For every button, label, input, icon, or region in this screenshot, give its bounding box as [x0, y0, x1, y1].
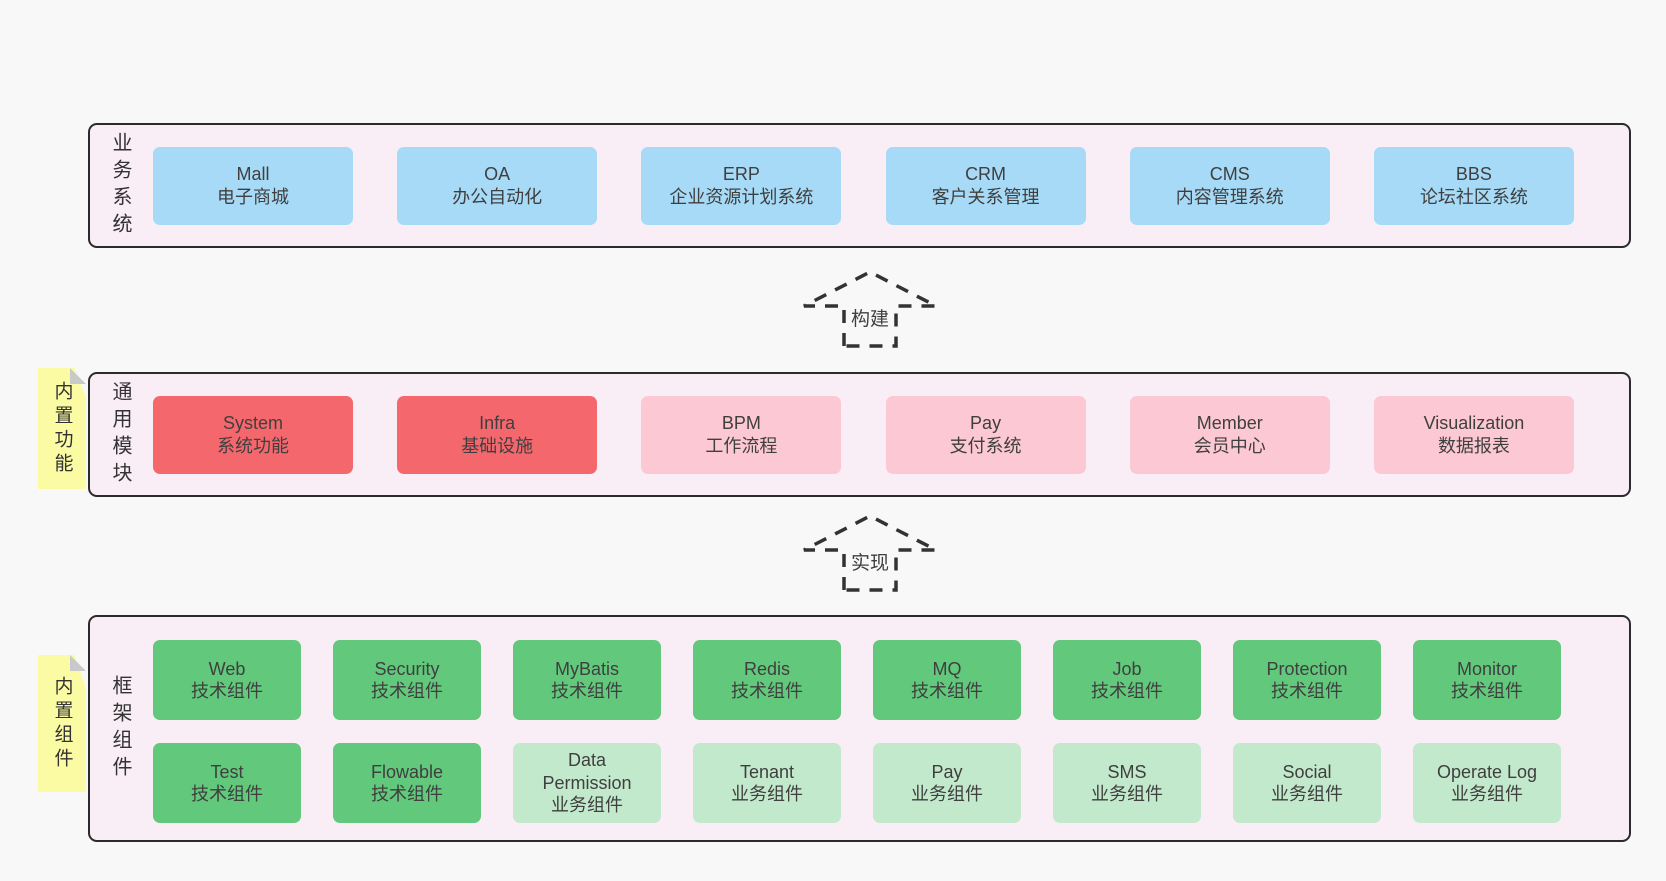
- box-mq: MQ 技术组件: [873, 640, 1021, 720]
- box-social: Social 业务组件: [1233, 743, 1381, 823]
- box-pay-component: Pay 业务组件: [873, 743, 1021, 823]
- build-arrow-label: 构建: [847, 304, 893, 331]
- box-tenant: Tenant 业务组件: [693, 743, 841, 823]
- box-data-permission: Data Permission 业务组件: [513, 743, 661, 823]
- box-sms: SMS 业务组件: [1053, 743, 1201, 823]
- box-infra: Infra 基础设施: [397, 395, 598, 474]
- box-web: Web 技术组件: [153, 640, 301, 720]
- dashed-up-arrow-icon: [803, 514, 937, 592]
- business-systems-band: 业务系统 Mall 电子商城 OA 办公自动化 ERP 企业资源计划系统 CRM…: [88, 123, 1631, 248]
- components-box-row-1: Web 技术组件 Security 技术组件 MyBatis 技术组件 Redi…: [90, 640, 1629, 720]
- box-protection: Protection 技术组件: [1233, 640, 1381, 720]
- dashed-up-arrow-icon: [803, 270, 937, 348]
- box-bpm: BPM 工作流程: [641, 395, 842, 474]
- implement-arrow: 实现: [790, 512, 950, 594]
- builtin-components-sticky: 内置组件: [38, 655, 86, 792]
- components-box-row-2: Test 技术组件 Flowable 技术组件 Data Permission …: [90, 743, 1629, 823]
- box-member: Member 会员中心: [1129, 395, 1330, 474]
- box-redis: Redis 技术组件: [693, 640, 841, 720]
- components-band-label: 框架组件: [109, 674, 131, 783]
- box-monitor: Monitor 技术组件: [1413, 640, 1561, 720]
- framework-components-band: 框架组件 Web 技术组件 Security 技术组件 MyBatis 技术组件…: [88, 615, 1631, 842]
- folded-corner-icon: [70, 368, 86, 384]
- box-flowable: Flowable 技术组件: [333, 743, 481, 823]
- builtin-functions-sticky: 内置功能: [38, 368, 86, 489]
- modules-box-row: System 系统功能 Infra 基础设施 BPM 工作流程 Pay 支付系统…: [90, 395, 1629, 474]
- box-mybatis: MyBatis 技术组件: [513, 640, 661, 720]
- common-modules-band: 通用模块 System 系统功能 Infra 基础设施 BPM 工作流程 Pay…: [88, 372, 1631, 497]
- box-pay-module: Pay 支付系统: [885, 395, 1086, 474]
- box-visualization: Visualization 数据报表: [1373, 395, 1574, 474]
- box-test: Test 技术组件: [153, 743, 301, 823]
- box-cms: CMS 内容管理系统: [1129, 146, 1330, 225]
- box-bbs: BBS 论坛社区系统: [1373, 146, 1574, 225]
- business-band-label: 业务系统: [109, 131, 131, 240]
- box-erp: ERP 企业资源计划系统: [641, 146, 842, 225]
- box-oa: OA 办公自动化: [397, 146, 598, 225]
- box-operate-log: Operate Log 业务组件: [1413, 743, 1561, 823]
- implement-arrow-label: 实现: [847, 548, 893, 575]
- build-arrow: 构建: [790, 268, 950, 350]
- modules-band-label: 通用模块: [109, 380, 131, 489]
- business-box-row: Mall 电子商城 OA 办公自动化 ERP 企业资源计划系统 CRM 客户关系…: [90, 146, 1629, 225]
- box-crm: CRM 客户关系管理: [885, 146, 1086, 225]
- box-mall: Mall 电子商城: [153, 146, 353, 225]
- folded-corner-icon: [70, 655, 86, 671]
- box-security: Security 技术组件: [333, 640, 481, 720]
- box-system: System 系统功能: [153, 395, 353, 474]
- box-job: Job 技术组件: [1053, 640, 1201, 720]
